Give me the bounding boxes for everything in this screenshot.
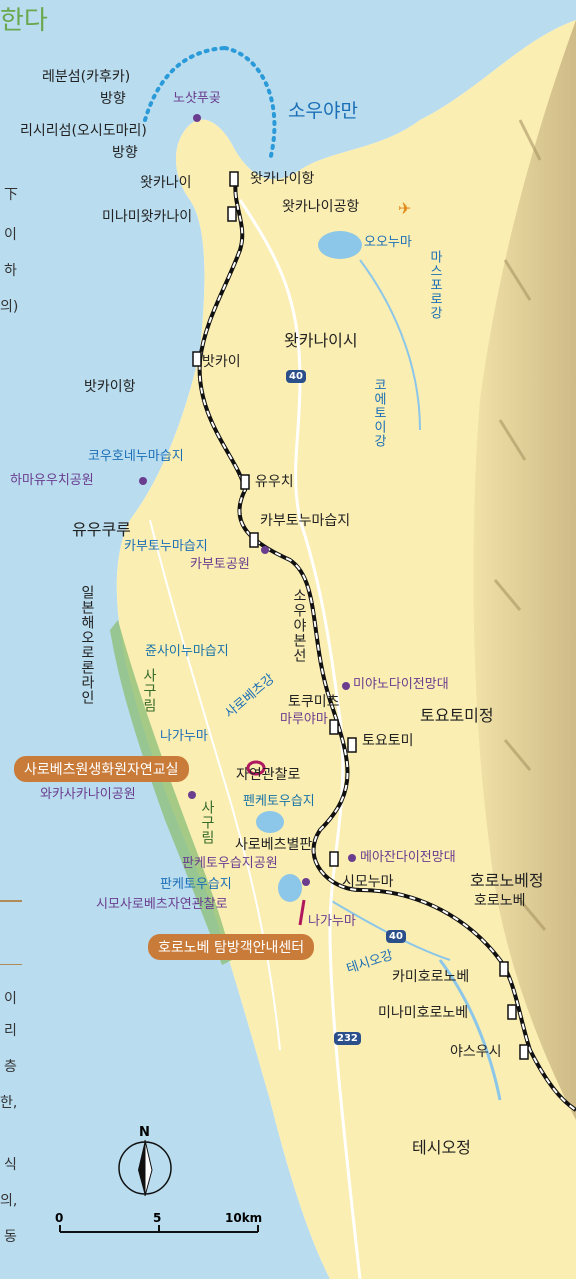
- side-text-l3: 하: [4, 263, 17, 279]
- label-kami-horonobe: 카미호로노베: [392, 969, 470, 985]
- label-junsai-marsh: 쥰사이누마습지: [145, 644, 229, 659]
- page-title: 한다: [0, 6, 48, 36]
- route-40-shield: 40: [386, 930, 406, 943]
- railway-dashes: [198, 179, 576, 1111]
- lake-oonuma: [318, 231, 362, 259]
- route-40-shield: 40: [286, 370, 306, 383]
- compass-north-label: N: [139, 1125, 150, 1140]
- label-maruyama: 마루야마: [280, 712, 328, 727]
- side-text-b4: 한,: [0, 1095, 18, 1111]
- scale-bar: [59, 1225, 259, 1233]
- label-oonuma: 오오누마: [364, 235, 412, 250]
- label-kabuto-marsh-2: 카부토누마습지: [124, 539, 208, 554]
- label-koetoi-river: 코에토이강: [371, 378, 386, 448]
- lake-panketo: [278, 874, 302, 902]
- label-sakyu-rin-2: 사구림: [199, 800, 215, 845]
- dune-forest: [110, 620, 232, 965]
- trail-loop: [246, 760, 266, 776]
- divider: [0, 964, 22, 965]
- label-wakkanai-port: 왓카나이항: [250, 171, 315, 187]
- label-hamayuchi-park: 하마유우치공원: [10, 473, 94, 488]
- label-horonobe: 호로노베: [474, 893, 526, 909]
- compass-icon: [118, 1139, 172, 1197]
- poi-dots: [139, 114, 356, 886]
- label-sea-road: 일본해오로론라인: [79, 585, 95, 705]
- label-sakyu-rin: 사구림: [141, 668, 157, 713]
- label-penketo: 펜케토우습지: [243, 794, 315, 809]
- label-rishiri: 리시리섬(오시도마리): [20, 123, 147, 139]
- label-tokumitsu: 토쿠미츠: [288, 694, 340, 710]
- lake-penketo: [256, 811, 284, 833]
- side-text-b5: 식: [4, 1157, 17, 1173]
- label-kabuto-park: 카부토공원: [190, 557, 250, 572]
- label-panketo: 판케토우습지: [160, 877, 232, 892]
- side-text-b3: 층: [4, 1059, 17, 1075]
- label-sarobetsu-field: 사로베츠별판: [235, 837, 313, 853]
- label-kouhone-marsh: 코우호네누마습지: [88, 449, 184, 464]
- label-shimo-trail: 시모사로베츠자연관찰로: [96, 897, 228, 912]
- side-text-l4: 의): [0, 299, 19, 315]
- label-wakkanai: 왓카나이: [140, 175, 192, 191]
- side-text-l2: 이: [4, 227, 17, 243]
- river: [359, 259, 421, 431]
- label-wakkanai-airport: 왓카나이공항: [282, 199, 360, 215]
- ferry-route-rishiri: [223, 46, 277, 162]
- side-text-b6: 의,: [0, 1193, 18, 1209]
- hills: [473, 20, 576, 1120]
- label-miyanodai: 미야노다이전망대: [353, 677, 449, 692]
- label-bakkai-port: 밧카이항: [84, 379, 136, 395]
- side-text-l1: 下: [4, 187, 18, 203]
- land: [116, 20, 576, 1279]
- label-toyotomi: 토요토미: [362, 733, 414, 749]
- label-naganuma-2: 나가누마: [308, 914, 356, 929]
- airport-icon: ✈: [398, 199, 411, 218]
- river: [438, 959, 502, 1101]
- label-teshio-town: 테시오정: [412, 1138, 471, 1157]
- ferry-route-rebun: [143, 46, 227, 122]
- label-wakasakanai-park: 와카사카나이공원: [40, 787, 136, 802]
- label-panketo-park: 판케토우습지공원: [182, 856, 278, 871]
- label-meajandai: 메아잔다이전망대: [360, 850, 456, 865]
- label-noshappu: 노샷푸곶: [173, 91, 221, 106]
- label-shimonuma: 시모누마: [342, 874, 394, 890]
- label-rishiri-dir: 방향: [112, 145, 138, 161]
- side-text-b2: 리: [4, 1023, 17, 1039]
- label-horonobe-town: 호로노베정: [470, 871, 544, 890]
- scale-label-10km: 10km: [225, 1211, 263, 1225]
- label-minami-horonobe: 미나미호로노베: [378, 1005, 469, 1021]
- sarobetsu-school-badge[interactable]: 사로베츠원생화원자연교실: [14, 756, 189, 782]
- side-text-b7: 동: [4, 1229, 17, 1245]
- route-232-shield: 232: [334, 1032, 361, 1045]
- label-kabuto-marsh-1: 카부토누마습지: [260, 513, 351, 529]
- label-rebun-dir: 방향: [100, 91, 126, 107]
- scale-label-0: 0: [55, 1211, 64, 1225]
- scale-label-5: 5: [153, 1211, 162, 1225]
- horonobe-center-badge[interactable]: 호로노베 탐방객안내센터: [148, 934, 315, 960]
- label-soya-bay: 소우야만: [288, 100, 358, 122]
- label-yasushi: 야스우시: [450, 1044, 502, 1060]
- label-wakkanai-city: 왓카나이시: [284, 331, 358, 350]
- divider: [0, 900, 22, 902]
- label-rebun: 레분섬(카후카): [42, 69, 131, 85]
- label-toyotomi-town: 토요토미정: [420, 706, 494, 725]
- label-naganuma-1: 나가누마: [160, 729, 208, 744]
- label-soya-line: 소우야본선: [291, 588, 307, 663]
- trail-line: [298, 899, 306, 926]
- label-yuukuru: 유우쿠루: [72, 520, 131, 539]
- hills-texture: [493, 119, 547, 931]
- side-text-b1: 이: [4, 991, 17, 1007]
- label-nature-trail: 자연관찰로: [236, 767, 301, 783]
- stations: [192, 171, 529, 1060]
- label-masuporo-river: 마스포로강: [427, 250, 442, 320]
- label-bakkai: 밧카이: [202, 354, 241, 370]
- label-minami-wakkanai: 미나미왓카나이: [102, 209, 193, 225]
- label-yuuchi: 유우치: [255, 474, 294, 490]
- road: [238, 199, 362, 1279]
